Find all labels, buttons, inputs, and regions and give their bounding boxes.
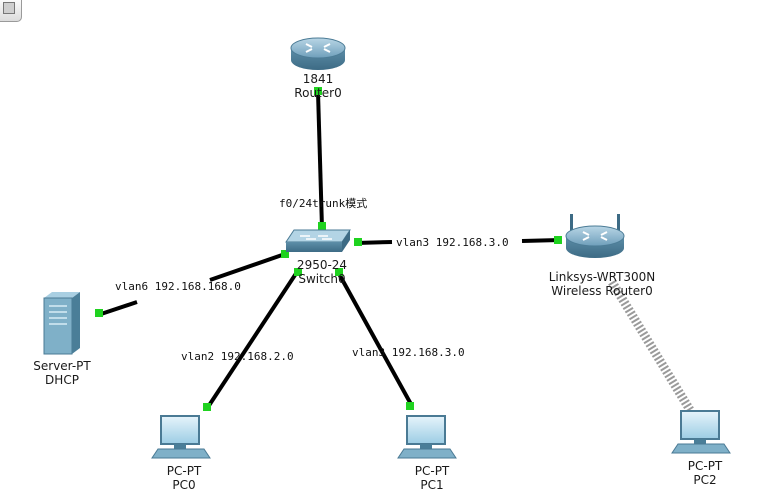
pc1-icon[interactable] (397, 415, 457, 459)
pc0-label[interactable]: PC-PT PC0 (167, 464, 202, 492)
port-dot-server (95, 309, 103, 317)
cable-switch-pc1[interactable] (336, 271, 414, 407)
pc2-name: PC2 (693, 473, 717, 487)
server-link-label: vlan6 192.168.168.0 (115, 280, 241, 293)
wireless-link-label: vlan3 192.168.3.0 (396, 236, 509, 249)
wireless-name: Wireless Router0 (551, 284, 653, 298)
pc1-link-label: vlan3 192.168.3.0 (352, 346, 465, 359)
wireless-router-icon[interactable] (565, 214, 625, 258)
port-dot-switch-right (354, 238, 362, 246)
router0-model: 1841 (302, 72, 334, 86)
port-dot-pc1 (406, 402, 414, 410)
pc2-model: PC-PT (687, 459, 723, 473)
port-dot-pc0 (203, 403, 211, 411)
server-model: Server-PT (33, 359, 91, 373)
pc0-link-label: vlan2 192.168.2.0 (181, 350, 294, 363)
cable-router-switch[interactable] (316, 91, 324, 229)
pc1-label[interactable]: PC-PT PC1 (415, 464, 450, 492)
router0-name: Router0 (294, 86, 342, 100)
cable-switch-pc0[interactable] (206, 270, 299, 409)
cable-switch-wireless-right[interactable] (521, 238, 561, 243)
window-icon (3, 2, 15, 14)
pc1-name: PC1 (420, 478, 444, 492)
trunk-link-label: f0/24trunk模式 (279, 197, 368, 210)
port-indicators (95, 87, 562, 411)
router-icon[interactable] (290, 37, 346, 70)
wireless-model: Linksys-WRT300N (548, 270, 656, 284)
port-dot-wireless (554, 236, 562, 244)
switch0-name: Switch0 (298, 272, 346, 286)
port-dot-switch-pc1 (335, 268, 343, 276)
wireless-link-pc2[interactable] (608, 279, 694, 413)
pc2-icon[interactable] (671, 410, 731, 454)
wireless-label[interactable]: Linksys-WRT300N Wireless Router0 (549, 270, 656, 298)
pc0-model: PC-PT (166, 464, 202, 478)
switch0-label[interactable]: 2950-24 Switch0 (297, 258, 347, 286)
cables (97, 91, 694, 413)
switch-icon[interactable] (285, 229, 351, 252)
router0-label[interactable]: 1841 Router0 (294, 72, 341, 100)
pc1-model: PC-PT (414, 464, 450, 478)
pc2-label[interactable]: PC-PT PC2 (688, 459, 723, 487)
cable-switch-server[interactable] (209, 252, 286, 282)
cable-switch-server-lower[interactable] (97, 300, 138, 317)
port-dot-switch-pc0 (294, 268, 302, 276)
pc0-name: PC0 (172, 478, 196, 492)
port-dot-router (314, 87, 322, 95)
port-dot-switch-left (281, 250, 289, 258)
server-icon[interactable] (43, 292, 80, 355)
port-dot-switch-top (318, 222, 326, 230)
pc0-icon[interactable] (151, 415, 211, 459)
server-name: DHCP (45, 373, 79, 387)
toolbar-corner-button[interactable] (0, 0, 22, 22)
server-label[interactable]: Server-PT DHCP (33, 359, 90, 387)
switch0-model: 2950-24 (296, 258, 348, 272)
